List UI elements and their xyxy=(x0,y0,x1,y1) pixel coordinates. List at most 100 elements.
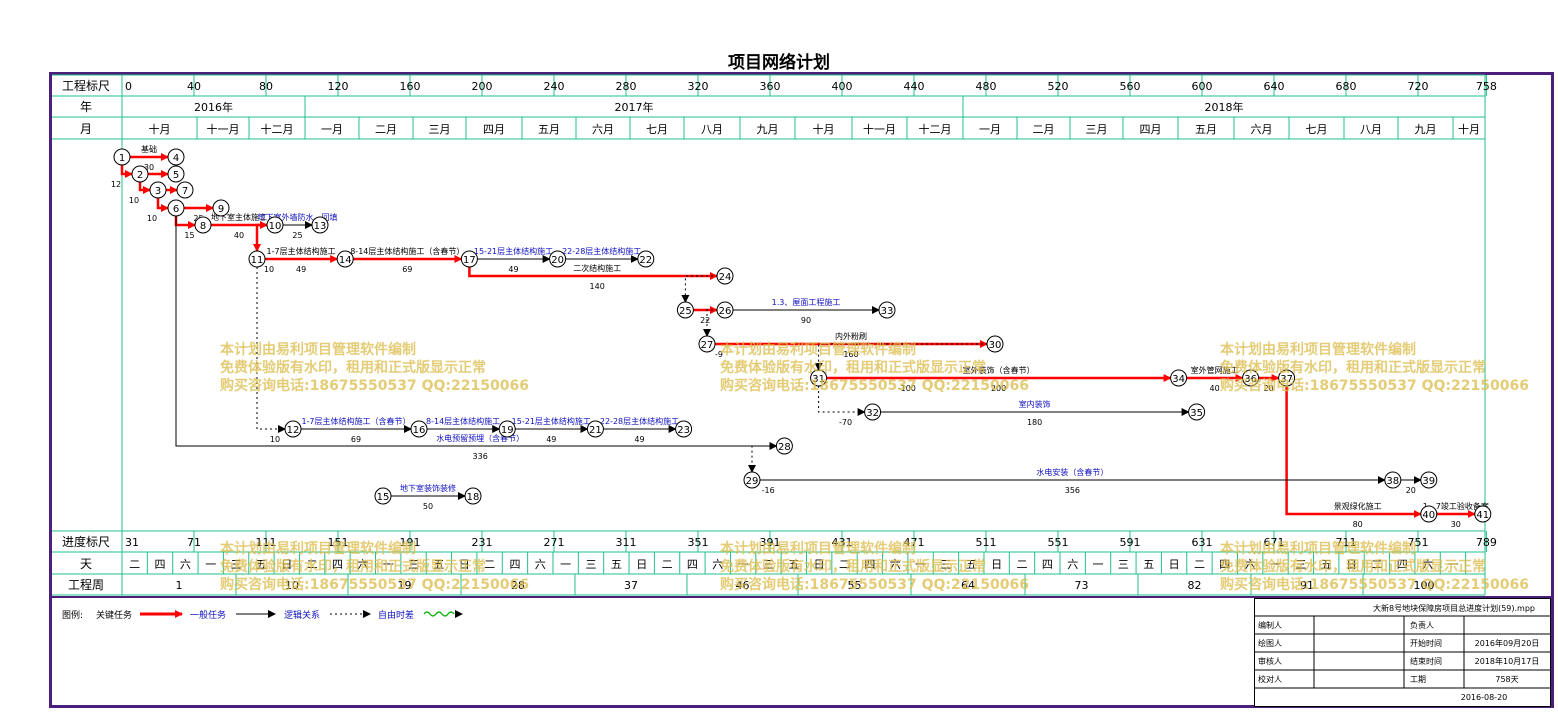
week-cell: 100 xyxy=(1414,579,1435,592)
week-cell: 1 xyxy=(176,579,183,592)
event-node-number: 16 xyxy=(413,425,426,436)
task-arrow xyxy=(1285,386,1422,518)
page-title: 项目网络计划 xyxy=(728,53,830,73)
day-cell: 一 xyxy=(915,558,926,571)
task-arrow xyxy=(156,198,169,212)
day-cell: 三 xyxy=(586,558,597,571)
event-node-number: 14 xyxy=(339,255,352,266)
task-duration: -16 xyxy=(762,486,775,495)
info-key: 开始时间 xyxy=(1410,638,1442,648)
task-duration: 40 xyxy=(1210,384,1220,393)
info-file-name: 大新8号地块保障房项目总进度计划(59).mpp xyxy=(1373,603,1535,613)
task-duration: 180 xyxy=(1027,418,1042,427)
month-cell: 一月 xyxy=(321,123,343,136)
event-node xyxy=(131,165,149,183)
month-cell: 十月 xyxy=(813,122,835,136)
event-node-number: 10 xyxy=(269,221,282,232)
event-node-number: 35 xyxy=(1190,408,1203,419)
task-label: 地下室装饰装修 xyxy=(400,483,456,493)
progress-tick: 751 xyxy=(1408,536,1429,549)
day-cell: 二 xyxy=(1016,558,1027,571)
day-cell: 日 xyxy=(814,558,825,571)
progress-label: 进度标尺 xyxy=(62,534,110,549)
task-duration: -70 xyxy=(839,418,852,427)
progress-tick: 591 xyxy=(1120,536,1141,549)
event-node-number: 13 xyxy=(314,221,327,232)
scale-tick: 680 xyxy=(1336,80,1357,93)
day-cell: 一 xyxy=(205,558,216,571)
task-duration: 356 xyxy=(1065,486,1080,495)
event-node xyxy=(284,420,302,438)
month-cell: 十月 xyxy=(149,122,171,136)
watermark: 本计划由易利项目管理软件编制免费体验版有水印，租用和正式版显示正常购买咨询电话:… xyxy=(220,342,529,394)
task-duration: 200 xyxy=(991,384,1006,393)
watermark: 本计划由易利项目管理软件编制免费体验版有水印，租用和正式版显示正常购买咨询电话:… xyxy=(220,541,529,593)
task-label: 地下室外墙防水、回填 xyxy=(258,212,338,222)
task-arrow xyxy=(468,267,718,280)
info-key: 负责人 xyxy=(1410,620,1434,630)
day-cell: 二 xyxy=(662,558,673,571)
event-node xyxy=(586,420,604,438)
event-node xyxy=(498,420,516,438)
scale-tick: 40 xyxy=(187,80,201,93)
task-duration: 49 xyxy=(296,265,306,274)
month-cell: 三月 xyxy=(1086,123,1108,136)
task-label: 二次结构施工 xyxy=(573,263,621,273)
info-key: 绘图人 xyxy=(1258,638,1282,648)
watermark: 本计划由易利项目管理软件编制免费体验版有水印，租用和正式版显示正常购买咨询电话:… xyxy=(1220,342,1529,394)
info-key: 结束时间 xyxy=(1410,656,1442,666)
event-node-number: 4 xyxy=(173,153,179,164)
day-cell: 四 xyxy=(1042,558,1053,571)
day-cell: 五 xyxy=(256,558,267,571)
scale-tick: 120 xyxy=(328,80,349,93)
event-node-number: 19 xyxy=(501,425,514,436)
month-label: 月 xyxy=(80,122,92,136)
task-label: 地下室主体施工 xyxy=(211,212,267,222)
week-cell: 19 xyxy=(398,579,412,592)
year-label: 年 xyxy=(80,100,92,114)
event-node xyxy=(167,165,185,183)
day-cell: 六 xyxy=(180,558,191,571)
week-cell: 64 xyxy=(961,579,975,592)
info-duration: 758天 xyxy=(1495,675,1518,684)
month-cell: 十一月 xyxy=(863,122,896,136)
task-duration: 90 xyxy=(801,316,811,325)
event-node-number: 21 xyxy=(589,425,602,436)
month-cell: 四月 xyxy=(483,123,505,136)
day-cell: 五 xyxy=(966,558,977,571)
event-node-number: 20 xyxy=(551,255,564,266)
event-node xyxy=(194,216,212,234)
event-node-number: 1 xyxy=(119,153,125,164)
event-node xyxy=(1474,505,1492,523)
month-cell: 九月 xyxy=(757,123,779,136)
day-cell: 五 xyxy=(788,558,799,571)
day-cell: 四 xyxy=(687,558,698,571)
task-duration: 140 xyxy=(590,282,605,291)
info-end-date: 2018年10月17日 xyxy=(1475,656,1540,666)
event-node-number: 31 xyxy=(812,374,825,385)
legend-float-arrowhead xyxy=(455,610,463,618)
event-node xyxy=(1170,369,1188,387)
progress-tick: 471 xyxy=(904,536,925,549)
day-cell: 日 xyxy=(459,558,470,571)
day-cell: 六 xyxy=(1245,558,1256,571)
task-duration: 20 xyxy=(1406,486,1416,495)
event-node-number: 17 xyxy=(463,255,476,266)
event-node-number: 39 xyxy=(1422,476,1435,487)
progress-tick: 431 xyxy=(832,536,853,549)
month-cell: 二月 xyxy=(1033,123,1055,136)
day-cell: 五 xyxy=(611,558,622,571)
progress-tick: 391 xyxy=(760,536,781,549)
event-node-number: 26 xyxy=(719,306,732,317)
progress-tick: 711 xyxy=(1336,536,1357,549)
month-cell: 三月 xyxy=(429,123,451,136)
day-cell: 六 xyxy=(1422,558,1433,571)
month-cell: 二月 xyxy=(375,123,397,136)
month-cell: 十二月 xyxy=(261,122,294,136)
project-info-table: 大新8号地块保障房项目总进度计划(59).mpp 编制人 负责人 绘图人 开始时… xyxy=(1254,598,1551,707)
year-cell: 2017年 xyxy=(615,100,654,114)
progress-tick: 31 xyxy=(125,536,139,549)
event-node xyxy=(1420,471,1438,489)
scale-tick: 0 xyxy=(125,80,132,93)
